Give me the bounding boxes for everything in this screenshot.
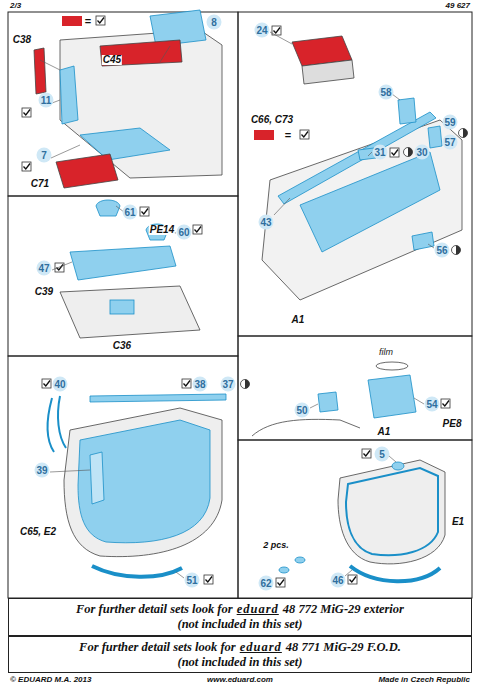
callout-number: 54 (425, 397, 440, 412)
part-code: C38 (12, 35, 32, 45)
part-code: C71 (30, 179, 50, 189)
brand-logo: eduard (237, 602, 279, 617)
footer-text: 2/3 (10, 2, 21, 10)
callout-number: 7 (37, 148, 52, 163)
callout-number: 40 (53, 377, 68, 392)
callout-number: 24 (255, 23, 270, 38)
note-text: film (379, 348, 393, 357)
callout-number: 5 (375, 447, 390, 462)
note-text: For further detail sets look for (76, 602, 233, 617)
part-code: A1 (291, 315, 306, 325)
equals-sign: = (85, 16, 91, 27)
callout-number: 60 (177, 225, 192, 240)
callout-number: 61 (123, 205, 138, 220)
callout-number: 37 (221, 377, 236, 392)
callout-number: 51 (185, 573, 200, 588)
callout-number: 43 (259, 215, 274, 230)
footer-band: For further detail sets look for eduard 48… (8, 636, 472, 673)
callout-number: 62 (259, 576, 274, 591)
brand-logo: eduard (240, 640, 282, 655)
callout-number: 47 (37, 261, 52, 276)
part-code: C65, E2 (19, 527, 57, 537)
part-code: C66, C73 (250, 115, 294, 125)
part-code: PE14 (149, 225, 175, 235)
callout-number: 30 (415, 145, 430, 160)
part-code: C39 (34, 287, 54, 297)
callout-number: 58 (379, 85, 394, 100)
footer-text: © EDUARD M.A. 2013 (10, 676, 91, 684)
note-text: 2 pcs. (263, 541, 289, 550)
callout-number: 50 (295, 403, 310, 418)
callout-number: 31 (373, 145, 388, 160)
callout-number: 46 (331, 573, 346, 588)
note-text: For further detail sets look for (79, 640, 236, 655)
part-code: A1 (377, 427, 392, 437)
note-text: 48 772 MiG-29 exterior (283, 602, 404, 617)
callout-number: 57 (443, 135, 458, 150)
equals-sign: = (285, 130, 291, 141)
footer-text: www.eduard.com (207, 676, 273, 684)
part-code: C45 (102, 55, 122, 65)
part-code: PE8 (442, 419, 463, 429)
part-code: E1 (451, 517, 465, 527)
callout-number: 39 (35, 463, 50, 478)
part-code: C36 (112, 341, 132, 351)
note-text: (not included in this set) (177, 655, 302, 670)
note-text: (not included in this set) (177, 617, 302, 632)
footer-text: 49 627 (446, 2, 470, 10)
callout-number: 56 (435, 243, 450, 258)
callout-number: 38 (193, 377, 208, 392)
footer-text: Made in Czech Republic (378, 676, 470, 684)
callout-number: 8 (207, 15, 222, 30)
footer-band: For further detail sets look for eduard 48… (8, 598, 472, 636)
note-text: 48 771 MiG-29 F.O.D. (286, 640, 401, 655)
callout-number: 59 (443, 115, 458, 130)
callout-number: 11 (39, 93, 54, 108)
